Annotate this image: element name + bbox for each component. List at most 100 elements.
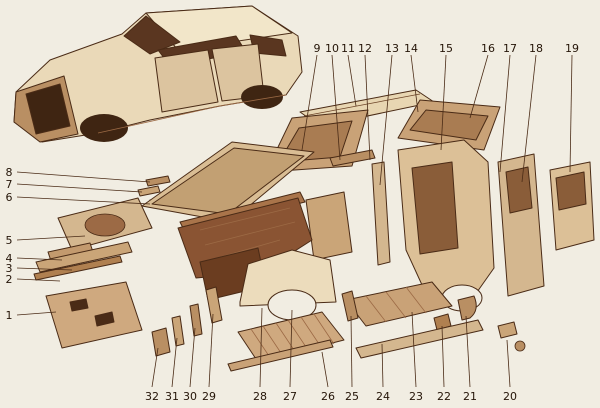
hinge-bracket-b <box>137 185 161 197</box>
rear-floor-panel <box>345 281 453 327</box>
floor-pan-group <box>227 311 345 372</box>
leader-line-20 <box>506 339 511 388</box>
callout-25: 25 <box>345 390 359 403</box>
roof-panel-edge <box>303 93 421 117</box>
callout-10: 10 <box>325 42 339 55</box>
callout-31: 31 <box>165 390 179 403</box>
leader-line-19 <box>569 54 573 173</box>
rear-floor-rib-3 <box>405 286 427 314</box>
leader-line-15 <box>440 54 447 151</box>
hinge-pillar <box>305 191 353 261</box>
front-member-hole-a <box>69 298 89 312</box>
side-rail-lower <box>33 255 123 281</box>
callout-6: 6 <box>6 191 13 204</box>
leader-line-26 <box>321 351 329 388</box>
rear-window-frame-group <box>397 99 501 151</box>
apron-arch <box>84 213 126 237</box>
rear-floor-rib-2 <box>385 291 407 319</box>
windshield-opening <box>123 15 181 55</box>
strip-32 <box>151 327 171 357</box>
callout-11: 11 <box>341 42 355 55</box>
rocker-shade-line <box>97 94 287 134</box>
leader-line-18 <box>521 54 537 183</box>
leader-line-14 <box>410 54 419 113</box>
quarter-door-group <box>497 153 545 297</box>
bodyside-door-hole <box>411 161 459 255</box>
rear-floor-group <box>341 281 453 331</box>
leader-line-22 <box>441 325 445 388</box>
callout-14: 14 <box>404 42 418 55</box>
callout-29: 29 <box>202 390 216 403</box>
floor-rib-5 <box>300 316 322 348</box>
strip-31 <box>171 315 185 347</box>
callout-23: 23 <box>409 390 423 403</box>
quarter-door-window <box>505 166 533 214</box>
leader-line-28 <box>259 307 263 388</box>
bulkhead-rib-1 <box>199 207 291 231</box>
b-pillar-group <box>371 161 391 266</box>
cowl-bar <box>329 149 376 167</box>
leader-line-27 <box>289 309 293 388</box>
left-sill <box>227 339 334 372</box>
callout-21: 21 <box>463 390 477 403</box>
rear-door-group <box>549 161 595 251</box>
leader-line-9 <box>301 54 318 151</box>
right-sill <box>355 319 484 359</box>
front-member-panel <box>45 281 143 349</box>
callout-2: 2 <box>6 273 13 286</box>
callout-19: 19 <box>565 42 579 55</box>
callout-1: 1 <box>6 309 13 322</box>
leader-line-16 <box>469 54 489 119</box>
leader-line-5 <box>16 235 86 241</box>
leader-line-31 <box>171 337 178 388</box>
leader-line-8 <box>16 171 151 183</box>
engine-bay-opening <box>25 83 71 135</box>
bracket-21 <box>457 295 477 321</box>
callout-4: 4 <box>6 252 13 265</box>
b-pillar <box>371 161 391 266</box>
callout-27: 27 <box>283 390 297 403</box>
callout-13: 13 <box>385 42 399 55</box>
rear-floor-rib-1 <box>365 295 387 323</box>
callout-20: 20 <box>503 390 517 403</box>
leader-line-21 <box>465 315 471 388</box>
leader-line-23 <box>411 311 417 388</box>
strip-25 <box>341 290 359 322</box>
leader-line-7 <box>16 183 143 193</box>
hinge-bracket-a <box>145 175 171 187</box>
callout-8: 8 <box>6 166 13 179</box>
callout-15: 15 <box>439 42 453 55</box>
leader-line-30 <box>189 327 196 388</box>
bracket-20b <box>514 340 526 352</box>
callout-5: 5 <box>6 234 13 247</box>
front-member-hole-b <box>94 311 115 327</box>
callout-26: 26 <box>321 390 335 403</box>
leader-line-10 <box>331 54 341 161</box>
cowl-strip <box>329 149 376 167</box>
callout-18: 18 <box>529 42 543 55</box>
leader-line-2 <box>16 278 61 282</box>
floor-rib-2 <box>262 325 284 357</box>
hinge-pillar-group <box>305 191 353 261</box>
front-wheel-arch <box>80 114 128 142</box>
callout-30: 30 <box>183 390 197 403</box>
door-aperture-front <box>154 49 219 113</box>
leader-line-12 <box>364 54 371 161</box>
callout-3: 3 <box>6 262 13 275</box>
bracket-20a <box>497 321 518 339</box>
leader-line-13 <box>379 54 393 186</box>
leader-line-24 <box>381 343 384 388</box>
callout-22: 22 <box>437 390 451 403</box>
callout-9: 9 <box>314 42 321 55</box>
rear-window-frame-hole <box>409 109 489 141</box>
callout-16: 16 <box>481 42 495 55</box>
leader-line-1 <box>16 311 57 316</box>
leader-line-3 <box>16 267 73 271</box>
rear-wheel-arch <box>241 85 283 109</box>
callout-32: 32 <box>145 390 159 403</box>
small-strips-group <box>151 286 223 357</box>
leader-line-32 <box>151 347 159 388</box>
front-fender <box>239 249 337 307</box>
